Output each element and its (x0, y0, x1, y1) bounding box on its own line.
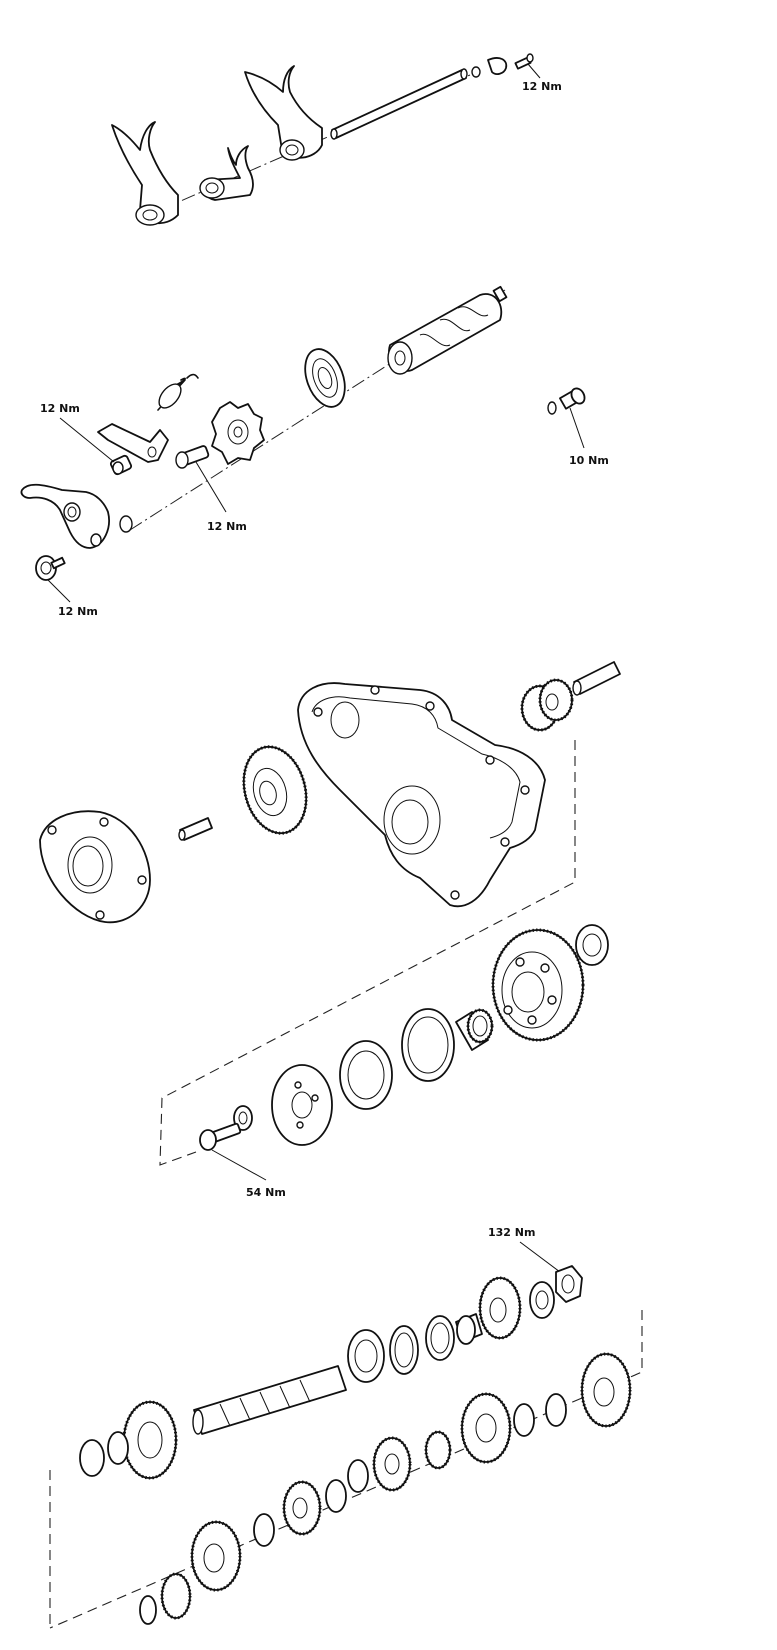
washer (107, 1431, 129, 1465)
torque-label-stopper-plate-screw: 12 Nm (207, 520, 247, 533)
detent-lever-screw (109, 454, 133, 476)
spacer-bush (455, 1313, 483, 1345)
starter-clutch-washer (575, 924, 609, 966)
washer (513, 1403, 535, 1437)
drum-bearing (304, 348, 346, 408)
countershaft-gear-center (372, 1436, 412, 1492)
torque-label-selector-lever-screw: 12 Nm (58, 605, 98, 618)
stopper-plate-screw (175, 445, 210, 469)
shift-fork-rod (330, 68, 468, 140)
gear-left-1 (122, 1400, 178, 1480)
torque-label-detent-lever-screw: 12 Nm (40, 402, 80, 415)
starter-clutch-housing (271, 1064, 333, 1146)
needle-bearing (455, 1008, 494, 1051)
detent-lever (97, 423, 169, 463)
crankcase-cover (297, 682, 546, 908)
washer (139, 1595, 157, 1625)
cover-starter-clutch-assembly: 54 Nm (39, 661, 621, 1199)
countershaft-gear-lower (282, 1480, 322, 1536)
shift-fork-right (244, 65, 323, 161)
gear-shaft-pin (572, 661, 621, 696)
transmission-shaft-assembly: 132 Nm (49, 1226, 643, 1629)
screw (514, 53, 534, 70)
starter-clutch-bolt (199, 1122, 242, 1151)
circlip (79, 1439, 105, 1477)
clutch-outer-ring (339, 1040, 393, 1110)
countershaft-gear-bottom (190, 1520, 242, 1592)
shaft-bracket (49, 1310, 643, 1629)
shift-drum (387, 285, 508, 375)
torque-label-mainshaft-nut: 132 Nm (488, 1226, 535, 1239)
neutral-switch (547, 387, 586, 415)
drive-gear-top (478, 1276, 522, 1340)
bolt-washer-hole (238, 1111, 248, 1125)
washer (253, 1513, 275, 1547)
starter-reduction-gear (520, 678, 574, 732)
starter-driven-gear (491, 928, 585, 1042)
circlip (425, 1315, 455, 1361)
one-way-clutch (401, 1008, 455, 1082)
washer (471, 66, 481, 78)
idler-gear (242, 745, 308, 835)
thrust-washer-hole (535, 1290, 549, 1310)
shift-fork-middle (199, 145, 254, 201)
circlip (325, 1479, 347, 1513)
gear-selector-lever (20, 483, 110, 549)
torque-label-shift-fork-screw: 12 Nm (522, 80, 562, 93)
return-spring (157, 373, 199, 411)
mainshaft (192, 1365, 347, 1435)
shift-drum-assembly: 12 Nm 12 Nm 12 Nm 10 Nm (20, 285, 609, 618)
seal-ring-inner (394, 1332, 414, 1368)
washer (119, 515, 133, 533)
circlip-inner (430, 1322, 450, 1354)
assembly-bracket (159, 740, 576, 1166)
dowel-pin-end (178, 829, 186, 841)
mainshaft-nut (555, 1265, 583, 1303)
torque-label-neutral-switch: 10 Nm (569, 454, 609, 467)
washer (347, 1459, 369, 1493)
thrust-washer (529, 1281, 555, 1319)
cover-plate (39, 810, 151, 924)
needle-bearing-shaft (424, 1430, 452, 1470)
circlip (545, 1393, 567, 1427)
countershaft-gear-end (160, 1572, 192, 1620)
mainshaft-bearing (347, 1329, 385, 1383)
countershaft-gear-right (580, 1352, 632, 1428)
stopper-star-plate (211, 401, 265, 465)
seal-ring (389, 1325, 419, 1375)
countershaft-gear-mid (460, 1392, 512, 1464)
shift-fork-assembly: 12 Nm (111, 53, 562, 226)
shift-fork-left (111, 121, 179, 226)
torque-label-starter-clutch-bolt: 54 Nm (246, 1186, 286, 1199)
selector-lever-screw (35, 555, 66, 581)
retaining-plate (487, 57, 508, 75)
